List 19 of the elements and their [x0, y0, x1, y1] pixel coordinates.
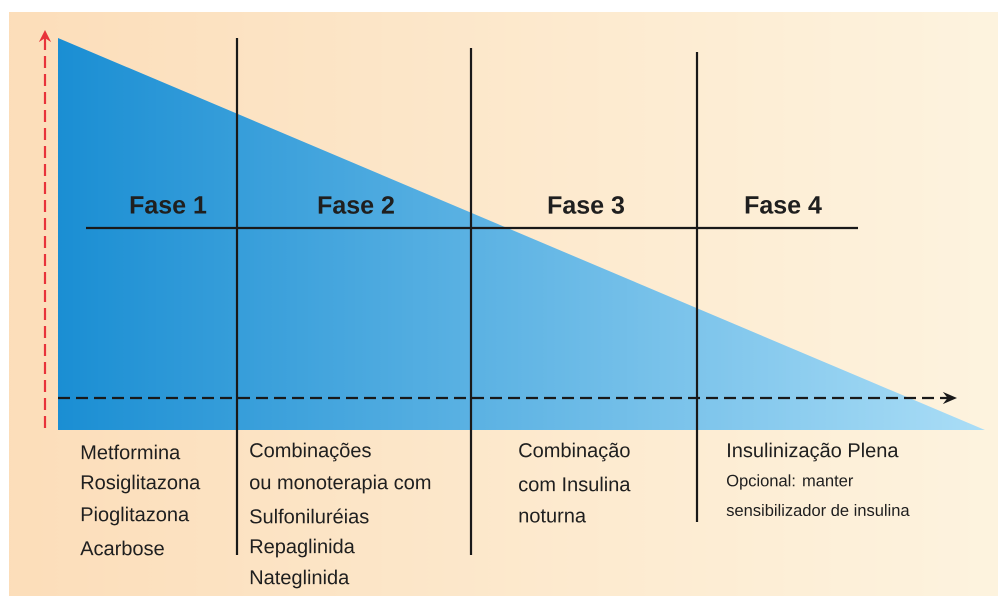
treatment-label: Acarbose [80, 540, 164, 556]
phase-label: Fase 4 [746, 196, 822, 214]
treatment-label: Rosiglitazona [82, 474, 200, 494]
treatment-label: Combinações [250, 442, 371, 462]
treatment-label: ou monoterapia com [250, 474, 430, 494]
treatment-label: Sulfoniluréias [250, 508, 369, 524]
treatment-label: com Insulina [519, 476, 630, 492]
phase-label: Fase 2 [318, 196, 394, 214]
treatment-label: Combinação [519, 442, 630, 462]
treatment-label: Pioglitazona [82, 506, 190, 526]
treatment-label: noturna [520, 509, 586, 523]
treatment-label: Metformina [82, 444, 180, 460]
phase-label: Fase 1 [130, 196, 206, 214]
treatment-label: Repaglinida [250, 538, 355, 558]
treatment-label: sensibilizador de insulina [726, 504, 910, 516]
phase-label: Fase 3 [548, 196, 624, 214]
treatment-label: Opcional: manter [727, 474, 854, 490]
treatment-label: Nateglinida [250, 570, 350, 588]
treatment-label: Insulinização Plena [728, 442, 898, 462]
